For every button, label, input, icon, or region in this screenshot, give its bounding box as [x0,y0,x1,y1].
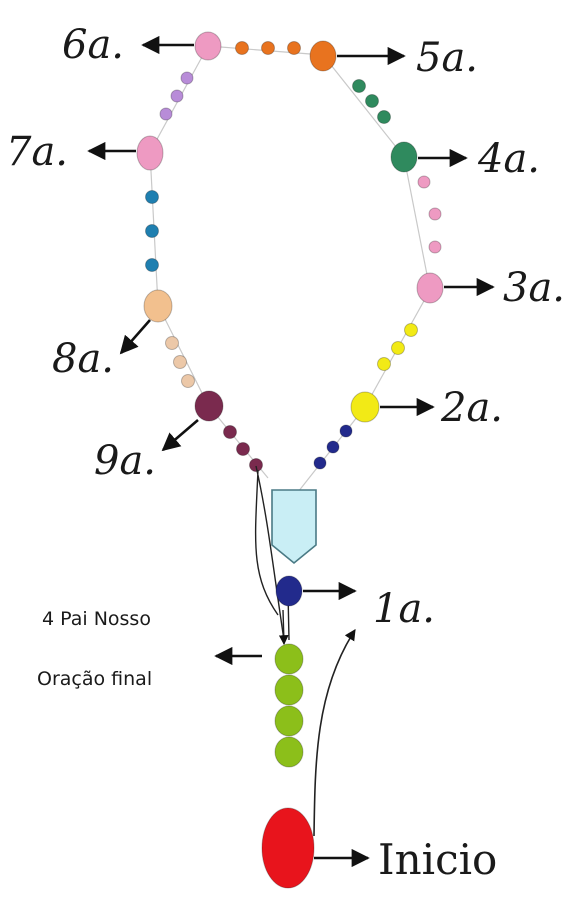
small-bead [377,110,391,124]
label-arrows [87,35,495,868]
arrow-9a [161,419,199,452]
bead-9a [194,390,224,422]
return-thread [313,629,356,837]
green-bead [274,736,304,768]
small-bead [404,323,418,337]
small-bead [428,240,442,254]
bead-8a [143,289,173,323]
labels: 6a. 5a. 4a. 3a. 2a. 7a. 8a. 9a. 1a. 4 Pa… [6,22,565,884]
label-6a: 6a. [62,22,124,68]
small-bead [261,41,275,55]
bead-7a [136,135,164,171]
small-bead [170,89,184,103]
small-bead [165,336,179,350]
small-bead [235,41,249,55]
label-oracao-final: Oração final [37,668,152,690]
green-bead [274,705,304,737]
label-8a: 8a. [52,336,114,382]
bead-6a [194,31,222,61]
label-4a: 4a. [477,136,540,182]
small-bead [145,190,159,204]
small-bead [417,175,431,189]
green-bead [274,674,304,706]
small-bead [377,357,391,371]
label-5a: 5a. [416,35,478,81]
bead-1a [275,575,303,607]
arrow-8a [119,319,151,355]
label-1a: 1a. [373,586,435,632]
small-bead [180,71,194,85]
small-bead [339,424,353,438]
bead-5a [309,40,337,72]
bead-2a [350,391,380,423]
small-bead [326,440,340,454]
label-pai-nosso: 4 Pai Nosso [42,608,151,630]
small-bead [365,94,379,108]
label-3a: 3a. [503,265,565,311]
loop-beads [136,31,444,472]
small-bead [428,207,442,221]
label-2a: 2a. [440,385,503,431]
stem-arrow [278,609,289,645]
pai-nosso-beads [274,643,304,768]
bead-4a [390,141,418,173]
small-bead [236,442,250,456]
small-bead [145,224,159,238]
bead-3a [416,272,444,304]
small-bead [173,355,187,369]
label-9a: 9a. [94,438,156,484]
label-7a: 7a. [6,129,68,175]
small-bead [159,107,173,121]
small-bead [391,341,405,355]
green-bead [274,643,304,675]
small-bead [249,458,263,472]
small-bead [145,258,159,272]
small-bead [223,425,237,439]
start-bead [261,807,315,889]
small-bead [352,79,366,93]
small-bead [287,41,301,55]
center-medal [271,489,317,565]
small-bead [313,456,327,470]
label-inicio: Inicio [378,835,497,884]
small-bead [181,374,195,388]
